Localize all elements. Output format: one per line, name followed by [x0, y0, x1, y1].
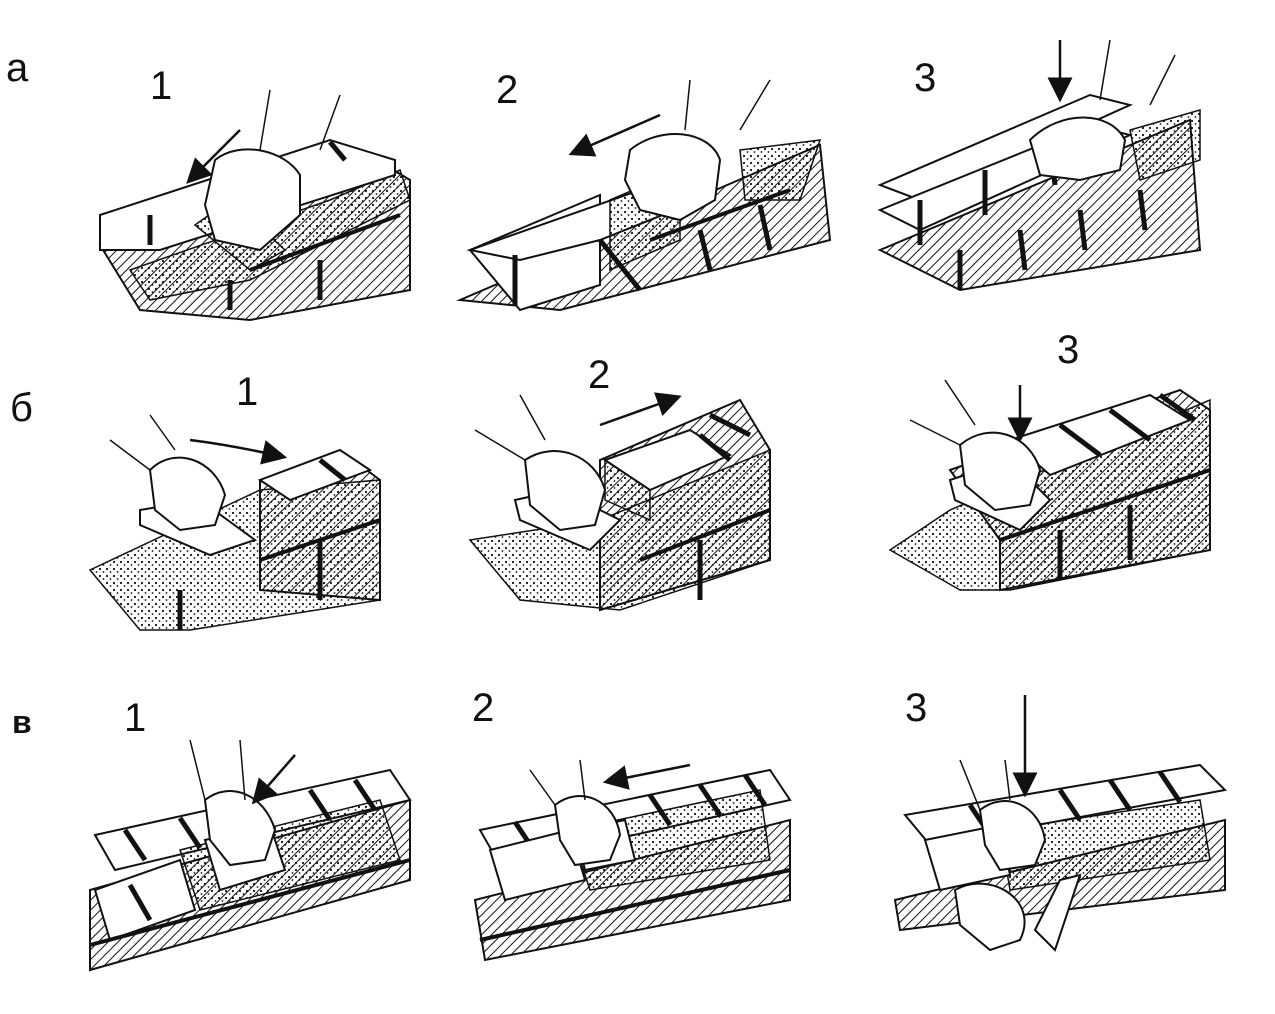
- step-label-b2: 2: [588, 353, 611, 397]
- figure-c2: [473, 759, 792, 962]
- figure-a2: [456, 79, 832, 312]
- step-label-a1: 1: [150, 64, 173, 108]
- row-label-b: б: [10, 386, 33, 430]
- row-label-c: в: [12, 704, 32, 740]
- figure-c1: [89, 739, 412, 972]
- step-label-c3: 3: [905, 686, 928, 730]
- step-label-a3: 3: [914, 56, 937, 100]
- figure-c3: [893, 695, 1228, 952]
- step-label-b1: 1: [236, 370, 259, 414]
- step-label-c1: 1: [124, 696, 147, 740]
- figure-b2: [468, 392, 771, 612]
- figure-b1: [88, 414, 381, 631]
- figure-b3: [888, 379, 1211, 592]
- figure-a3: [877, 39, 1202, 292]
- step-label-c2: 2: [472, 686, 495, 730]
- figure-a1: [98, 89, 411, 322]
- step-label-b3: 3: [1057, 328, 1080, 372]
- step-label-a2: 2: [496, 68, 519, 112]
- row-label-a: а: [6, 46, 29, 90]
